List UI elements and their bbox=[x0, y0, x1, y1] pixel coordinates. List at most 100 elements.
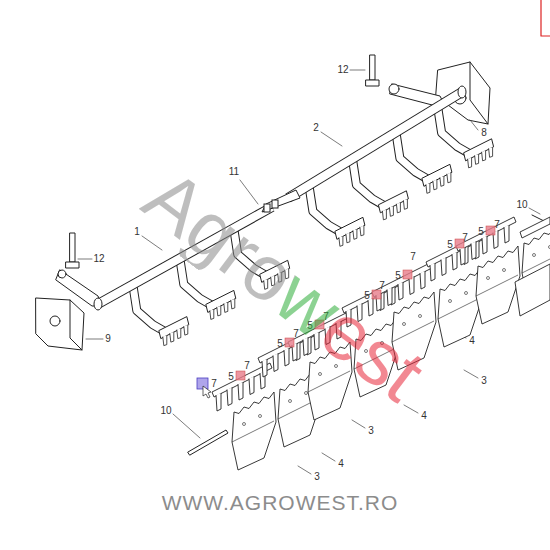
blade-hole bbox=[487, 277, 490, 280]
blade-plate bbox=[232, 392, 276, 470]
tine-tooth bbox=[346, 233, 350, 243]
blade-plate bbox=[476, 246, 520, 324]
tine-tooth bbox=[430, 263, 435, 281]
tine-tooth bbox=[177, 329, 181, 339]
tine-tooth bbox=[471, 242, 476, 260]
blade-hole bbox=[259, 415, 262, 418]
hanger-eye bbox=[58, 270, 66, 278]
tine-arm bbox=[309, 185, 343, 233]
blade-hole bbox=[449, 300, 452, 303]
callout-number: 12 bbox=[93, 254, 104, 264]
callout-number: 9 bbox=[105, 334, 111, 344]
tine-tooth bbox=[433, 180, 437, 190]
tine-arm-core bbox=[309, 185, 343, 233]
leader-line bbox=[240, 180, 258, 204]
tine-tooth bbox=[273, 354, 278, 372]
tine-tooth bbox=[403, 199, 407, 209]
leader-line bbox=[529, 208, 540, 214]
bracket-hole bbox=[50, 316, 60, 326]
bracket bbox=[436, 62, 490, 124]
blade-hole bbox=[289, 400, 292, 403]
callout-number: 4 bbox=[338, 459, 344, 469]
tine-tooth bbox=[489, 147, 493, 157]
tine-tooth bbox=[420, 271, 425, 289]
callout-number: 3 bbox=[368, 426, 374, 436]
leader-line bbox=[352, 420, 365, 428]
tine-tooth bbox=[216, 393, 221, 411]
hanger-eye bbox=[389, 84, 399, 94]
blade-hole bbox=[503, 269, 506, 272]
blade-plate bbox=[438, 269, 482, 347]
highlight-square bbox=[236, 371, 245, 380]
blade-hole bbox=[533, 254, 536, 257]
bracket-edge bbox=[470, 62, 488, 124]
tine-tooth bbox=[184, 325, 188, 335]
tine-arm bbox=[133, 285, 167, 333]
blade-hole bbox=[319, 373, 322, 376]
tine-tooth bbox=[262, 359, 267, 377]
callout-number: 11 bbox=[229, 167, 239, 177]
callout-number: 3 bbox=[481, 376, 487, 386]
callout-number: 5 bbox=[277, 339, 283, 349]
leader-line bbox=[298, 466, 311, 474]
callout-number: 5 bbox=[395, 271, 401, 281]
tine-tooth bbox=[210, 309, 214, 319]
bracket bbox=[36, 298, 84, 350]
tine-tooth bbox=[460, 247, 465, 265]
callout-number: 5 bbox=[228, 372, 234, 382]
tine-arm bbox=[352, 159, 386, 207]
leader-line bbox=[404, 405, 418, 413]
blade-fold bbox=[476, 275, 518, 296]
website-url: WWW.AGROWEST.RO bbox=[162, 492, 399, 514]
spacer bbox=[264, 204, 270, 212]
tine-tooth bbox=[339, 236, 343, 246]
callout-number: 10 bbox=[160, 406, 171, 416]
shaft bbox=[288, 92, 462, 198]
callout-number: 4 bbox=[421, 411, 427, 421]
tine-bar bbox=[520, 217, 550, 238]
callout-number: 7 bbox=[379, 281, 385, 291]
callout-number: 4 bbox=[469, 336, 475, 346]
tine-tooth bbox=[231, 299, 235, 309]
highlight-square bbox=[486, 226, 495, 235]
tine-tooth bbox=[227, 388, 232, 406]
tine-tooth bbox=[504, 225, 509, 243]
leader-line bbox=[464, 370, 478, 378]
leader-line bbox=[470, 120, 478, 130]
leader-line bbox=[322, 453, 335, 461]
shaft-end bbox=[458, 86, 466, 98]
blade-hole bbox=[465, 292, 468, 295]
callout-number: 7 bbox=[410, 252, 416, 262]
tine-tooth bbox=[224, 302, 228, 312]
callout-number: 5 bbox=[478, 227, 484, 237]
tine-tooth bbox=[238, 382, 243, 400]
bolt-head bbox=[66, 262, 79, 268]
callout-number: 10 bbox=[516, 200, 527, 210]
tine-tooth bbox=[440, 176, 444, 186]
leader-line bbox=[173, 414, 200, 438]
frame-fragment bbox=[541, 0, 550, 36]
callout-number: 7 bbox=[244, 361, 250, 371]
tine-tooth bbox=[284, 348, 289, 366]
bracket-edge bbox=[70, 300, 82, 350]
callout-number: 8 bbox=[481, 128, 487, 138]
tine-arm-core bbox=[396, 132, 430, 180]
tine-tooth bbox=[249, 377, 254, 395]
tine-arm-core bbox=[438, 107, 472, 155]
shaft-end bbox=[94, 298, 102, 310]
tine-tooth bbox=[447, 173, 451, 183]
spacer bbox=[272, 200, 278, 208]
tine-tooth bbox=[475, 154, 479, 164]
leader-line bbox=[78, 259, 92, 260]
tine-tooth bbox=[426, 183, 430, 193]
callout-number: 7 bbox=[211, 379, 217, 389]
callout-number: 2 bbox=[313, 123, 319, 133]
leader-line bbox=[86, 339, 103, 340]
blade-plate bbox=[515, 264, 550, 316]
callout-number: 5 bbox=[447, 240, 453, 250]
highlight-square bbox=[403, 270, 412, 279]
blade-hole bbox=[305, 392, 308, 395]
blade-hole bbox=[243, 423, 246, 426]
tine-tooth bbox=[382, 210, 386, 220]
tine-tooth bbox=[163, 336, 167, 346]
